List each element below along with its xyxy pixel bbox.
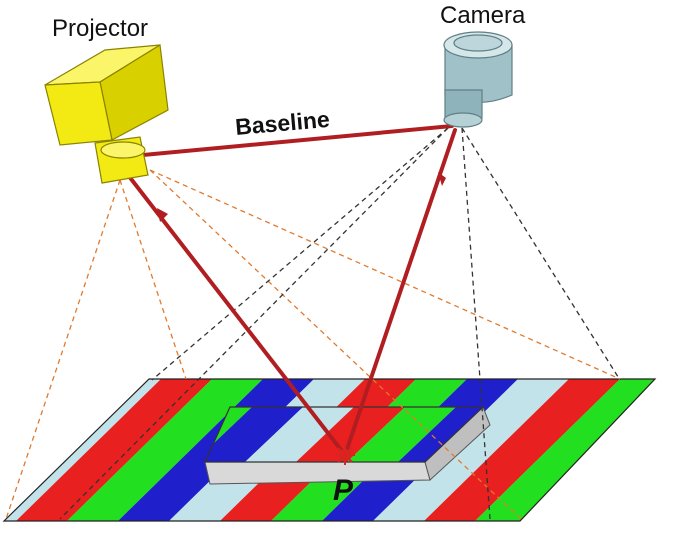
fringe-stripe bbox=[16, 379, 212, 521]
camera-ray bbox=[343, 128, 457, 457]
fringe-stripe bbox=[67, 379, 263, 521]
baseline-line bbox=[120, 124, 454, 159]
projector-ray bbox=[126, 173, 347, 457]
point-p-label: P bbox=[333, 474, 354, 507]
fringe-stripe bbox=[628, 379, 655, 521]
projector-icon bbox=[44, 43, 169, 184]
fringe-stripe bbox=[424, 379, 620, 521]
point-p-marker bbox=[335, 445, 355, 465]
camera-label: Camera bbox=[440, 2, 526, 29]
fringe-stripe bbox=[347, 407, 456, 462]
projector-field-lines bbox=[5, 169, 621, 520]
projector-label: Projector bbox=[52, 15, 148, 42]
fringe-stripe bbox=[205, 407, 252, 462]
ray-arrowheads bbox=[157, 172, 446, 222]
fringe-stripe bbox=[373, 379, 569, 521]
camera-field-lines bbox=[59, 127, 621, 520]
optical-rays bbox=[120, 124, 457, 457]
baseline-label: Baseline bbox=[234, 106, 331, 140]
camera-icon bbox=[443, 31, 513, 128]
fringe-stripe bbox=[245, 407, 354, 462]
fringe-stripe bbox=[205, 407, 303, 462]
